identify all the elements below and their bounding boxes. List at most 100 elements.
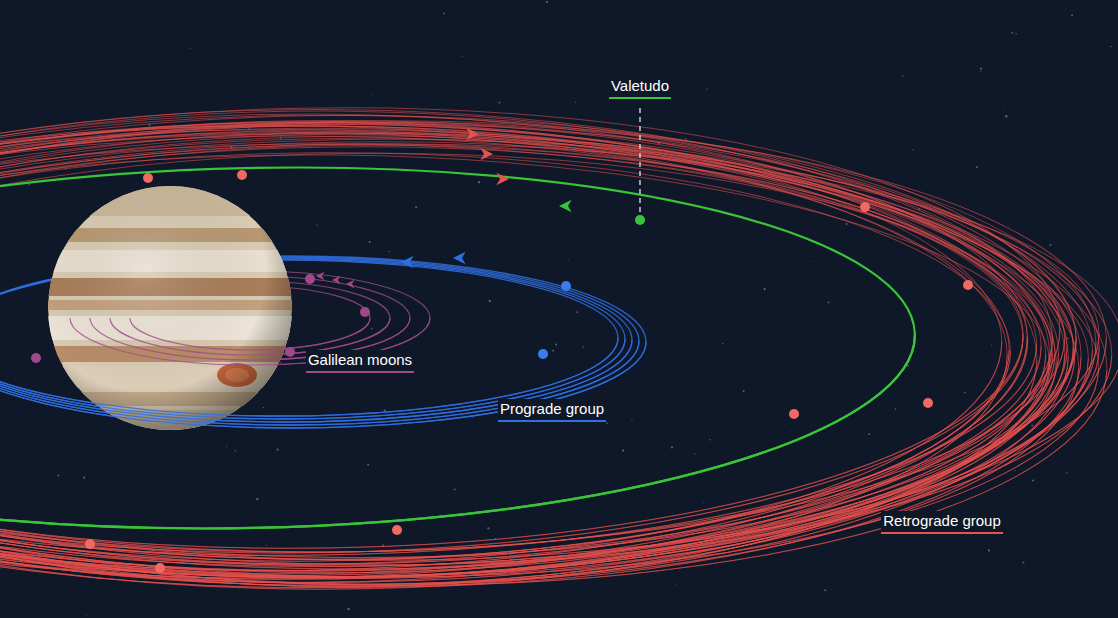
star [768,551,770,553]
star [1029,0,1031,2]
star [462,56,463,57]
moon-dot [85,539,95,549]
direction-arrow [480,148,493,161]
orbit-path [0,337,1110,589]
direction-arrow [466,128,479,141]
orbit-path [0,134,1118,576]
star [763,288,765,290]
orbit-path [0,115,1103,592]
orbit-label: Galilean moons [306,350,414,373]
star [991,345,992,346]
moon-dot [155,563,165,573]
orbit-label: Retrograde group [881,511,1003,534]
star [868,433,870,435]
star [454,489,456,491]
star [976,166,978,168]
orbit-path [0,348,1069,579]
orbit-path [0,109,1078,584]
star [555,343,557,345]
star [671,446,673,448]
orbit-path [0,336,1031,585]
star [828,302,830,304]
orbit-path [0,340,1078,584]
star [384,409,386,411]
orbit-path [0,341,639,425]
star [487,527,489,529]
star [964,392,966,394]
direction-arrow [401,256,414,269]
star [902,75,904,77]
orbit-path [0,341,1003,568]
orbit-path [0,334,1112,576]
orbit-path [0,340,632,422]
orbit-path [0,338,1065,577]
star [351,2,353,4]
moon-dot [561,281,571,291]
orbit-path [0,339,1107,600]
star [606,422,608,424]
star [576,311,578,313]
orbit-path [0,351,1012,567]
star [266,545,267,546]
star [120,52,122,54]
star [980,71,981,72]
star [371,328,373,330]
star [1023,561,1025,563]
orbit-path [0,114,1115,576]
star [912,149,913,150]
moon-dot [860,202,870,212]
star [83,477,85,479]
orbit-label: Prograde group [498,399,606,422]
orbit-path [0,110,1081,594]
orbit-label: Valetudo [609,76,671,99]
star [1071,15,1073,17]
orbit-path [0,349,1075,569]
star [1016,33,1017,34]
star [347,608,349,610]
orbit-path [0,347,1074,575]
moon-dot [143,173,153,183]
orbit-path [0,335,1088,572]
orbit-path [0,349,1054,566]
moon-dot [360,307,370,317]
leader-line [639,108,641,212]
star [28,184,30,186]
star [980,68,982,70]
star [371,94,372,95]
star [743,390,745,392]
moon-dot [305,274,315,284]
orbit-path [0,93,1065,593]
orbit-path [0,120,1093,579]
moon-dot [635,215,645,225]
star [1003,106,1005,108]
star [546,1,548,3]
star [798,307,800,309]
star [235,450,237,452]
star [711,569,713,571]
star [388,251,389,252]
star [280,362,281,363]
moon-dot [923,398,933,408]
star [484,243,486,245]
star [190,48,191,49]
star [791,431,793,433]
orbit-path [0,113,1083,598]
star [1014,470,1015,471]
star [667,61,669,63]
moon-dot [392,525,402,535]
star [443,257,445,259]
star [622,450,624,452]
moon-dot [237,170,247,180]
orbit-path [0,342,646,428]
orbit-path [0,342,1009,564]
star [722,343,723,344]
star [256,498,258,500]
orbit-path [0,131,1059,578]
direction-arrow [316,272,324,280]
orbit-path [0,102,1071,593]
orbit-path [0,116,1039,592]
orbit-path [0,328,1065,593]
star [694,454,695,455]
orbit-path [0,348,1037,592]
orbit-path [0,340,1081,596]
